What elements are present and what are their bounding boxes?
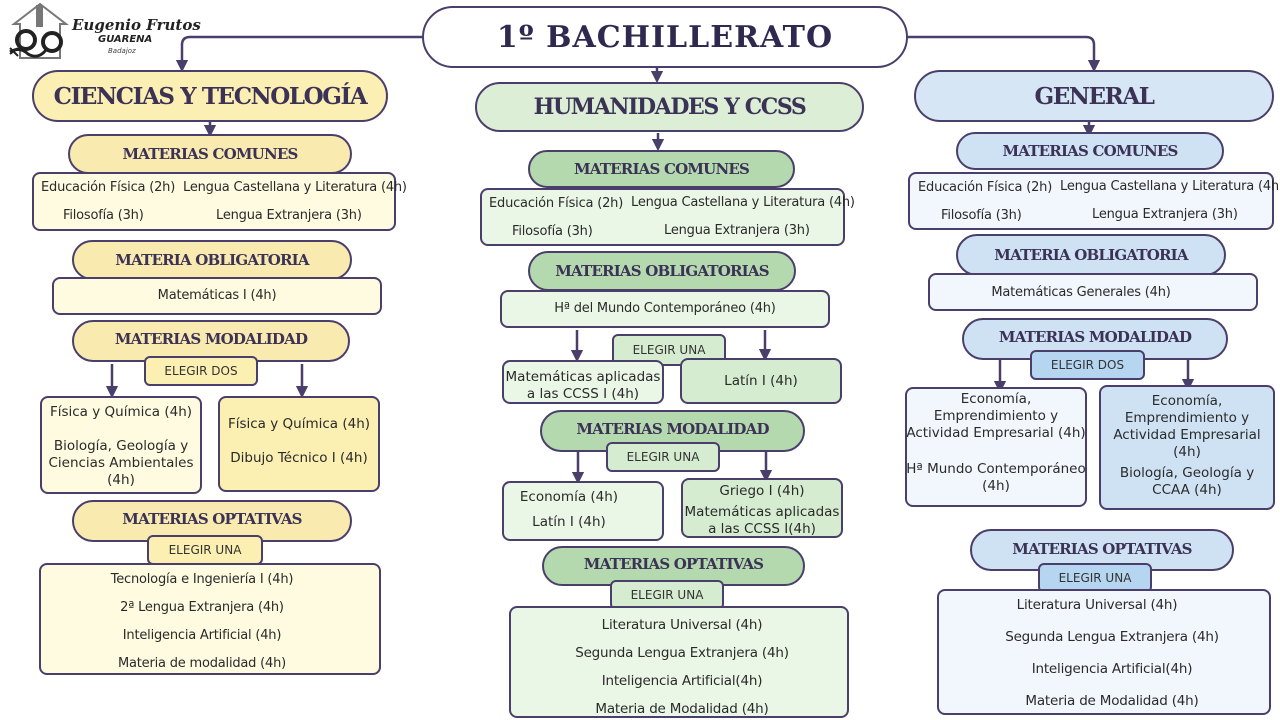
general-comunes-header: MATERIAS COMUNES <box>956 132 1224 170</box>
humanidades-optativa-1: Literatura Universal (4h) <box>601 617 763 633</box>
ciencias-modalidad-label: MATERIAS MODALIDAD <box>114 330 308 348</box>
ciencias-obligatoria-item: Matemáticas I (4h) <box>157 288 277 303</box>
school-logo-icon <box>9 2 69 59</box>
humanidades-comunes-label: MATERIAS COMUNES <box>573 160 750 178</box>
general-optativas-box <box>937 589 1271 715</box>
humanidades-modalidad-left-1: Economía (4h) <box>519 489 619 505</box>
general-obligatoria-box <box>928 273 1258 311</box>
general-title: GENERAL <box>1034 82 1154 110</box>
general-comunes-box <box>908 172 1274 230</box>
humanidades-comun-2: Lengua Castellana y Literatura (4h) <box>631 195 855 210</box>
ciencias-obligatoria-header: MATERIA OBLIGATORIA <box>72 240 352 280</box>
ciencias-comunes-label: MATERIAS COMUNES <box>122 145 298 163</box>
general-comun-2: Lengua Castellana y Literatura (4h) <box>1060 179 1280 194</box>
humanidades-modalidad-tag: ELEGIR UNA <box>606 442 720 472</box>
ciencias-comunes-box <box>32 172 396 231</box>
ciencias-modalidad-right-1: Física y Química (4h) <box>227 416 371 432</box>
general-optativa-3: Inteligencia Artificial(4h) <box>1031 661 1193 677</box>
general-comunes-label: MATERIAS COMUNES <box>1002 142 1178 160</box>
humanidades-comun-3: Filosofía (3h) <box>512 224 593 239</box>
ciencias-obligatoria-box <box>52 277 382 315</box>
humanidades-title: HUMANIDADES Y CCSS <box>533 94 807 120</box>
ciencias-optativa-1: Tecnología e Ingeniería I (4h) <box>110 572 294 587</box>
ciencias-optativas-label: MATERIAS OPTATIVAS <box>122 510 302 528</box>
general-modalidad-tag: ELEGIR DOS <box>1030 350 1145 380</box>
general-obligatoria-label: MATERIA OBLIGATORIA <box>994 246 1188 264</box>
humanidades-optativas-label: MATERIAS OPTATIVAS <box>583 555 764 573</box>
ciencias-modalidad-tag: ELEGIR DOS <box>144 356 258 386</box>
ciencias-title-box: CIENCIAS Y TECNOLOGÍA <box>32 70 388 122</box>
humanidades-optativa-3: Inteligencia Artificial(4h) <box>601 673 763 689</box>
main-title-box: 1º BACHILLERATO <box>422 6 908 68</box>
humanidades-modalidad-right-2: Matemáticas aplicadas a las CCSS I(4h) <box>684 504 840 537</box>
general-comun-1: Educación Física (2h) <box>918 180 1053 195</box>
humanidades-modalidad-left-2: Latín I (4h) <box>532 514 606 530</box>
general-optativa-2: Segunda Lengua Extranjera (4h) <box>1005 629 1219 645</box>
general-modalidad-right-2: Biología, Geología y CCAA (4h) <box>1119 465 1255 498</box>
humanidades-obligatorias-label: MATERIAS OBLIGATORIAS <box>555 262 769 280</box>
humanidades-obligatorias-box <box>500 290 830 328</box>
humanidades-obligatoria-item: Hª del Mundo Contemporáneo (4h) <box>554 301 776 316</box>
ciencias-comunes-header: MATERIAS COMUNES <box>68 134 352 174</box>
humanidades-obligatorias-right-item: Latín I (4h) <box>724 373 798 389</box>
humanidades-comun-4: Lengua Extranjera (3h) <box>664 223 810 238</box>
ciencias-optativas-box <box>39 563 381 675</box>
ciencias-modalidad-right-2: Dibujo Técnico I (4h) <box>230 450 368 466</box>
school-logo: Eugenio Frutos GUARENA Badajoz <box>6 2 201 62</box>
general-obligatoria-header: MATERIA OBLIGATORIA <box>956 234 1226 276</box>
general-comun-4: Lengua Extranjera (3h) <box>1092 207 1238 222</box>
ciencias-obligatoria-label: MATERIA OBLIGATORIA <box>115 251 309 269</box>
ciencias-comun-4: Lengua Extranjera (3h) <box>216 208 362 223</box>
ciencias-optativa-3: Inteligencia Artificial (4h) <box>122 628 282 643</box>
logo-town: GUARENA <box>98 34 153 45</box>
logo-province: Badajoz <box>108 47 136 55</box>
general-optativas-label: MATERIAS OPTATIVAS <box>1012 540 1192 558</box>
ciencias-modalidad-left-1: Física y Química (4h) <box>49 404 193 420</box>
general-modalidad-label: MATERIAS MODALIDAD <box>998 328 1192 346</box>
ciencias-modalidad-right <box>218 396 380 492</box>
ciencias-comun-2: Lengua Castellana y Literatura (4h) <box>183 180 407 195</box>
general-modalidad-left-1: Economía, Emprendimiento y Actividad Emp… <box>906 391 1086 441</box>
ciencias-modalidad-left-2: Biología, Geología y Ciencias Ambientale… <box>48 438 194 488</box>
humanidades-obligatorias-left <box>502 360 664 404</box>
humanidades-obligatorias-header: MATERIAS OBLIGATORIAS <box>528 251 796 291</box>
general-comun-3: Filosofía (3h) <box>941 208 1022 223</box>
humanidades-obligatorias-right <box>680 358 842 404</box>
humanidades-optativas-tag: ELEGIR UNA <box>610 580 724 610</box>
humanidades-modalidad-right-1: Griego I (4h) <box>719 483 805 499</box>
ciencias-optativa-4: Materia de modalidad (4h) <box>117 656 287 671</box>
general-title-box: GENERAL <box>914 70 1274 122</box>
general-modalidad-left <box>905 387 1087 507</box>
humanidades-comun-1: Educación Física (2h) <box>489 196 624 211</box>
humanidades-comunes-box <box>480 188 845 246</box>
ciencias-modalidad-left <box>40 396 202 494</box>
general-obligatoria-item: Matemáticas Generales (4h) <box>991 285 1171 300</box>
humanidades-title-box: HUMANIDADES Y CCSS <box>475 82 864 132</box>
humanidades-optativa-2: Segunda Lengua Extranjera (4h) <box>575 645 789 661</box>
humanidades-optativas-box <box>509 606 849 718</box>
humanidades-modalidad-label: MATERIAS MODALIDAD <box>576 420 769 438</box>
general-modalidad-right <box>1099 385 1275 510</box>
humanidades-modalidad-right <box>681 478 843 538</box>
general-modalidad-right-1: Economía, Emprendimiento y Actividad Emp… <box>1113 393 1261 460</box>
ciencias-comun-3: Filosofía (3h) <box>63 208 144 223</box>
main-title: 1º BACHILLERATO <box>496 19 834 55</box>
ciencias-modalidad-header: MATERIAS MODALIDAD <box>72 320 350 362</box>
ciencias-optativa-2: 2ª Lengua Extranjera (4h) <box>120 600 284 615</box>
general-optativa-1: Literatura Universal (4h) <box>1016 597 1178 613</box>
general-optativa-4: Materia de Modalidad (4h) <box>1025 693 1199 709</box>
ciencias-optativas-tag: ELEGIR UNA <box>147 535 263 565</box>
general-modalidad-left-2: Hª Mundo Contemporáneo (4h) <box>906 461 1086 494</box>
humanidades-obligatorias-left-item: Matemáticas aplicadas a las CCSS I (4h) <box>505 369 661 402</box>
ciencias-comun-1: Educación Física (2h) <box>41 180 176 195</box>
logo-name: Eugenio Frutos <box>72 16 201 34</box>
humanidades-modalidad-left <box>502 481 664 541</box>
general-optativas-tag: ELEGIR UNA <box>1038 563 1152 593</box>
humanidades-comunes-header: MATERIAS COMUNES <box>528 150 795 188</box>
ciencias-optativas-header: MATERIAS OPTATIVAS <box>72 500 352 542</box>
humanidades-optativa-4: Materia de Modalidad (4h) <box>595 701 769 717</box>
ciencias-title: CIENCIAS Y TECNOLOGÍA <box>53 82 368 110</box>
